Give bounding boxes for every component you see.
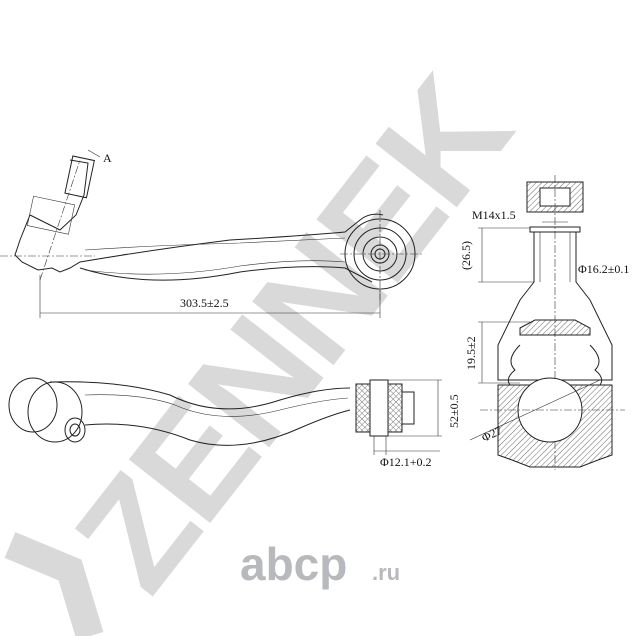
section-view: M14x1.5 Φ27 (26.5) Φ16.2±0.1 19.5±2 (459, 175, 629, 470)
stud-height-label: 19.5±2 (464, 336, 478, 370)
height-dimension-label: 52±0.5 (447, 394, 461, 428)
watermark-chevron (4, 532, 104, 636)
pin-diameter-label: Φ16.2±0.1 (578, 262, 629, 276)
thread-label: M14x1.5 (472, 208, 516, 222)
watermark-text: ZENNEK (43, 47, 542, 620)
arm-upper-outline (14, 159, 384, 273)
side-arm-upper (49, 381, 351, 410)
arm-lower-outline (79, 266, 373, 283)
logo-text: abcp (240, 538, 347, 590)
bore-dimension-label: Φ12.1+0.2 (380, 455, 432, 469)
length-dimension-label: 303.5±2.5 (180, 296, 229, 310)
dust-boot (507, 344, 603, 386)
side-view: 52±0.5 Φ12.1+0.2 (8, 377, 461, 469)
taper-length-label: (26.5) (459, 241, 473, 270)
stud-end (64, 417, 86, 443)
bushing-sleeve (369, 379, 389, 437)
abcp-logo: abcp .ru (240, 538, 400, 590)
side-arm-lower (84, 409, 351, 446)
bushing-rubber-left (355, 383, 371, 433)
logo-suffix: .ru (372, 560, 400, 585)
boot-retainer (519, 319, 591, 336)
section-marker-label: A (103, 151, 112, 165)
ball-stud-neck (64, 155, 95, 199)
ball-joint-housing (8, 377, 58, 433)
bushing-rubber-right (387, 383, 403, 433)
top-view: A 303.5±2.5 (0, 149, 422, 318)
